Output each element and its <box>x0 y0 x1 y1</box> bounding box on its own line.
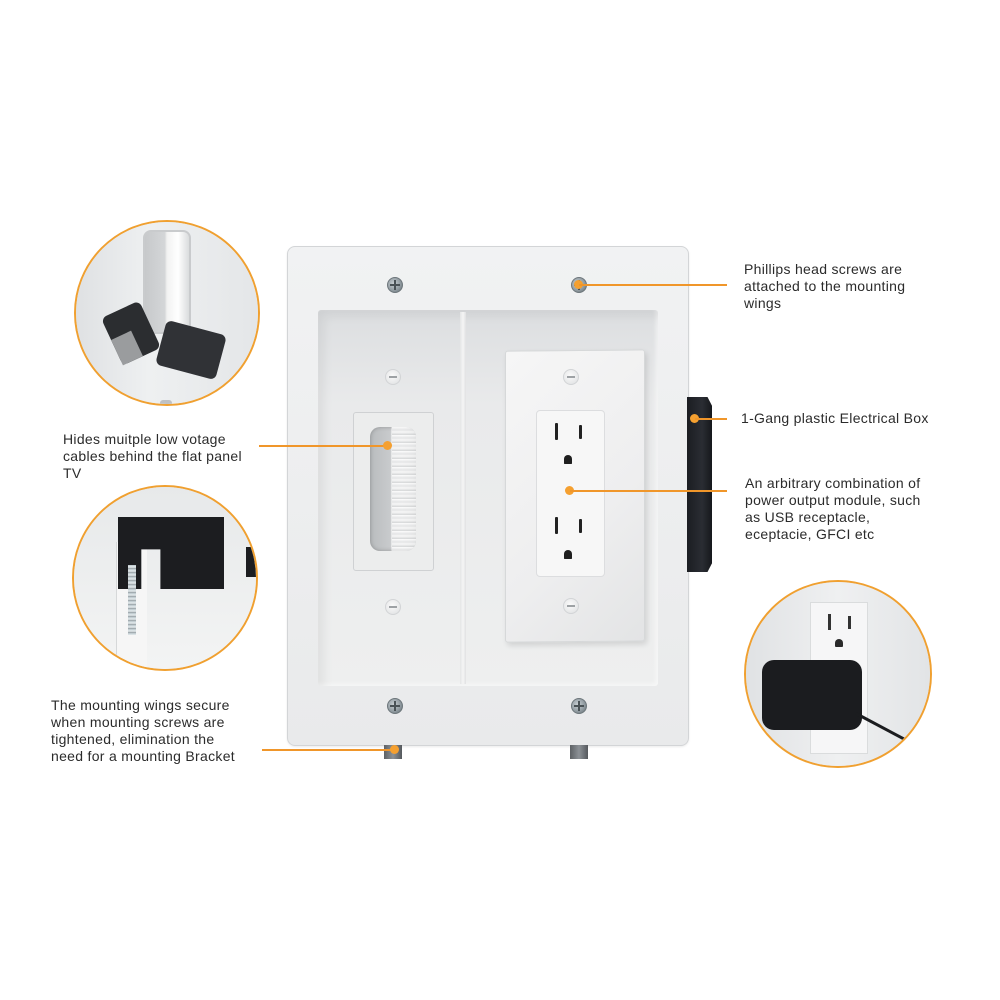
slot-screw-receptacle-top <box>563 369 579 385</box>
callout-power-module: An arbitrary combination of power output… <box>745 475 921 542</box>
callout-line-phillips <box>579 284 727 286</box>
slot-screw-receptacle-bottom <box>563 598 579 614</box>
inset-mounting-wing-photo <box>72 485 258 671</box>
callout-dot-phillips <box>574 280 583 289</box>
outlet-prong-hot-top <box>579 425 582 439</box>
callout-line-electrical-box <box>695 418 727 420</box>
slot-screw-brush-top <box>385 369 401 385</box>
mounting-stud-right <box>570 745 588 759</box>
inset-cables-photo <box>74 220 260 406</box>
callout-cable-pass-through: Hides muitple low votage cables behind t… <box>63 431 242 481</box>
spring-screw-icon <box>128 565 136 635</box>
phillips-screw-bottom-right <box>571 698 587 714</box>
outlet-ground-bottom <box>564 550 572 559</box>
callout-phillips-screws: Phillips head screws are attached to the… <box>744 261 906 311</box>
outlet-prong-neutral-bottom <box>555 517 558 534</box>
outlet-ground-top <box>564 455 572 464</box>
callout-mounting-wings: The mounting wings secure when mounting … <box>51 697 235 764</box>
callout-dot-mounting-wings <box>390 745 399 754</box>
callout-dot-cables <box>383 441 392 450</box>
phillips-screw-top-left <box>387 277 403 293</box>
brush-bristles <box>392 427 416 551</box>
callout-line-cables <box>259 445 387 447</box>
gang-divider <box>460 312 466 684</box>
inset-plugged-adapter-photo <box>744 580 932 768</box>
callout-electrical-box: 1-Gang plastic Electrical Box <box>741 410 929 426</box>
outlet-prong-hot-bottom <box>579 519 582 533</box>
callout-dot-electrical-box <box>690 414 699 423</box>
callout-dot-power-module <box>565 486 574 495</box>
phillips-screw-bottom-left <box>387 698 403 714</box>
power-adapter-icon <box>762 660 862 730</box>
electrical-box-side <box>687 397 712 572</box>
callout-line-mounting-wings <box>262 749 394 751</box>
callout-line-power-module <box>570 490 727 492</box>
brush-opening-closeup <box>143 230 191 334</box>
brush-cable-opening <box>370 427 416 551</box>
outlet-prong-neutral-top <box>555 423 558 440</box>
slot-screw-brush-bottom <box>385 599 401 615</box>
